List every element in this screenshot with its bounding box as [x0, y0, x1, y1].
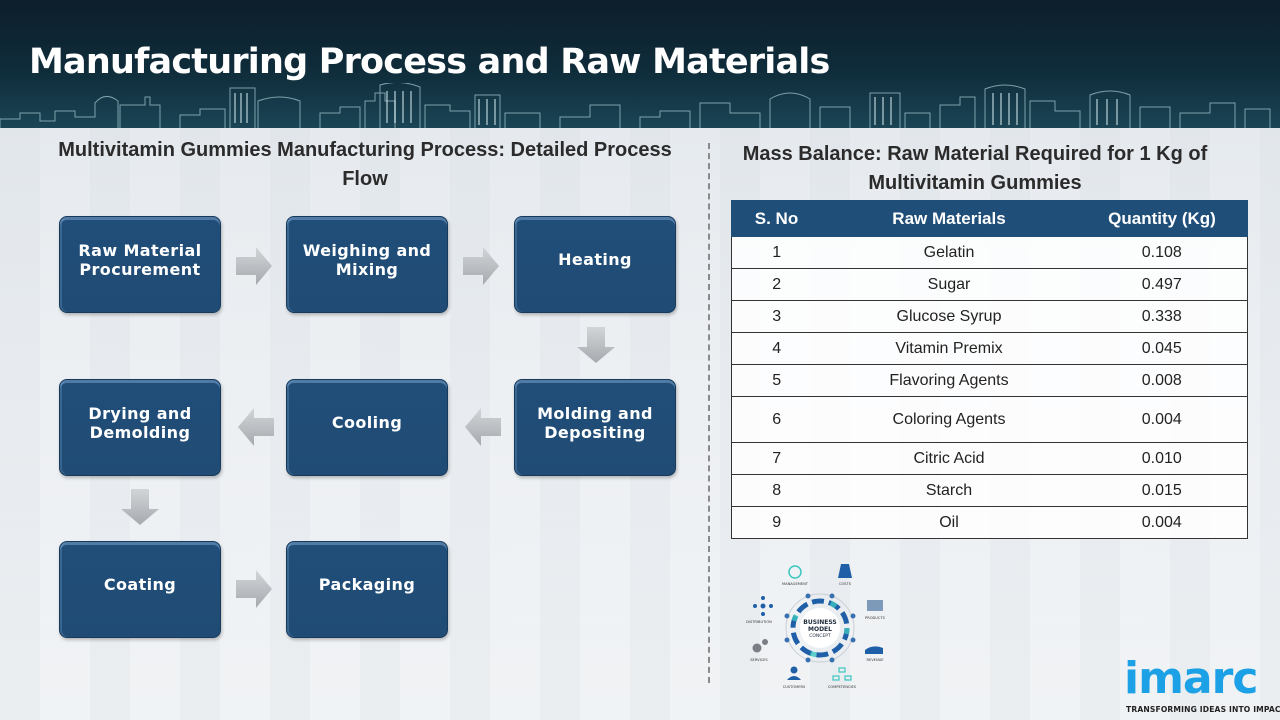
- arrow-down-icon: [577, 327, 615, 363]
- step-cooling: Cooling: [286, 379, 448, 476]
- step-label: Coating: [103, 575, 177, 594]
- step-heating: Heating: [514, 216, 676, 313]
- bm-nodes: [784, 593, 856, 663]
- arrow-right-icon: [236, 247, 272, 285]
- page-title: Manufacturing Process and Raw Materials: [29, 42, 830, 82]
- cell-raw-material: Sugar: [821, 268, 1077, 301]
- arrow-left-icon: [238, 408, 274, 446]
- business-model-concept-graphic: BUSINESS MODEL CONCEPT MANAGEMENT COSTS …: [746, 564, 886, 689]
- column-header-sno: S. No: [731, 200, 822, 237]
- bm-labels: MANAGEMENT COSTS PRODUCTS REVENUE COMPET…: [746, 582, 886, 689]
- services-icon: [752, 639, 768, 653]
- column-header-raw-materials: Raw Materials: [821, 200, 1077, 237]
- step-label: Cooling: [331, 413, 403, 432]
- cell-raw-material: Oil: [821, 506, 1077, 539]
- cell-raw-material: Glucose Syrup: [821, 300, 1077, 333]
- arrow-left-icon: [465, 408, 501, 446]
- cell-sno: 5: [731, 364, 822, 397]
- step-packaging: Packaging: [286, 541, 448, 638]
- logo-tagline: TRANSFORMING IDEAS INTO IMPACT: [1126, 705, 1280, 714]
- step-label: Molding and Depositing: [537, 403, 653, 442]
- step-label: Weighing and Mixing: [302, 240, 432, 279]
- customers-icon: [787, 666, 801, 680]
- arrow-right-icon: [463, 247, 499, 285]
- products-icon: [867, 600, 883, 611]
- cell-quantity: 0.008: [1076, 364, 1248, 397]
- table-header-row: S. No Raw Materials Quantity (Kg): [731, 200, 1248, 237]
- cell-quantity: 0.004: [1076, 506, 1248, 539]
- cell-sno: 8: [731, 474, 822, 507]
- cell-sno: 9: [731, 506, 822, 539]
- step-molding-and-depositing: Molding and Depositing: [514, 379, 676, 476]
- logo-wordmark: imarc: [1124, 653, 1258, 704]
- bm-center-line2: MODEL: [808, 626, 832, 633]
- cell-sno: 3: [731, 300, 822, 333]
- cell-sno: 2: [731, 268, 822, 301]
- cell-raw-material: Citric Acid: [821, 442, 1077, 475]
- process-flow-title: Multivitamin Gummies Manufacturing Proce…: [58, 139, 672, 190]
- cell-quantity: 0.045: [1076, 332, 1248, 365]
- cell-raw-material: Flavoring Agents: [821, 364, 1077, 397]
- bm-label-revenue: REVENUE: [866, 658, 884, 662]
- step-raw-material-procurement: Raw Material Procurement: [59, 216, 221, 313]
- bm-center-line3: CONCEPT: [809, 633, 831, 639]
- cell-quantity: 0.338: [1076, 300, 1248, 333]
- step-label: Raw Material Procurement: [78, 240, 202, 279]
- cell-sno: 6: [731, 396, 822, 443]
- cell-quantity: 0.010: [1076, 442, 1248, 475]
- cell-quantity: 0.497: [1076, 268, 1248, 301]
- step-label: Packaging: [318, 575, 416, 594]
- section-divider: [708, 143, 710, 683]
- bm-center-line1: BUSINESS: [803, 619, 837, 626]
- step-label: Drying and Demolding: [88, 403, 192, 442]
- bm-label-distribution: DISTRIBUTION: [746, 620, 772, 624]
- cell-raw-material: Vitamin Premix: [821, 332, 1077, 365]
- revenue-icon: [865, 646, 883, 654]
- bm-label-management: MANAGEMENT: [782, 582, 809, 586]
- arrow-right-icon: [236, 570, 272, 608]
- cell-sno: 4: [731, 332, 822, 365]
- step-drying-and-demolding: Drying and Demolding: [59, 379, 221, 476]
- bm-label-customers: CUSTOMERS: [783, 685, 806, 689]
- mass-balance-title: Mass Balance: Raw Material Required for …: [742, 143, 1208, 194]
- cell-sno: 1: [731, 236, 822, 269]
- step-coating: Coating: [59, 541, 221, 638]
- bm-label-services: SERVICES: [750, 658, 768, 662]
- cell-raw-material: Coloring Agents: [821, 396, 1077, 443]
- bm-label-products: PRODUCTS: [865, 616, 886, 620]
- cell-quantity: 0.004: [1076, 396, 1248, 443]
- header-banner: Manufacturing Process and Raw Materials: [0, 0, 1280, 128]
- step-weighing-and-mixing: Weighing and Mixing: [286, 216, 448, 313]
- costs-icon: [838, 564, 852, 578]
- cell-quantity: 0.108: [1076, 236, 1248, 269]
- cell-quantity: 0.015: [1076, 474, 1248, 507]
- arrow-down-icon: [121, 489, 159, 525]
- city-skyline-graphic: [0, 83, 1271, 128]
- management-icon: [788, 565, 802, 579]
- column-header-quantity: Quantity (Kg): [1076, 200, 1248, 237]
- cell-sno: 7: [731, 442, 822, 475]
- imarc-logo: imarc TRANSFORMING IDEAS INTO IMPACT: [1124, 652, 1280, 718]
- bm-label-costs: COSTS: [839, 582, 852, 586]
- step-label: Heating: [558, 250, 632, 269]
- competencies-icon: [832, 667, 852, 681]
- cell-raw-material: Starch: [821, 474, 1077, 507]
- distribution-icon: [753, 596, 773, 616]
- bm-label-competencies: COMPETENCIES: [828, 685, 857, 689]
- cell-raw-material: Gelatin: [821, 236, 1077, 269]
